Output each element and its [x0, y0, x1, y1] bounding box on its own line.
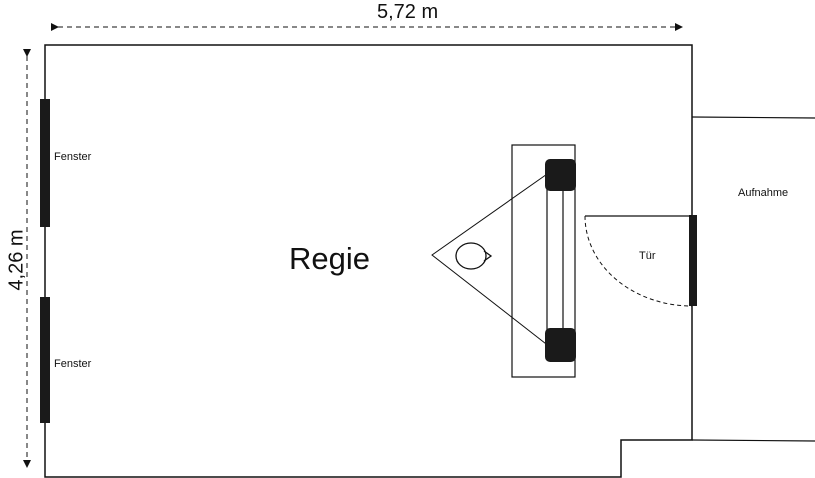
room-outline	[44, 44, 693, 478]
speaker-top	[545, 159, 576, 191]
width-dimension-label: 5,72 m	[377, 1, 439, 23]
adjacent-wall-bottom	[691, 439, 815, 442]
window-top-label: Fenster	[54, 151, 92, 163]
window-bottom	[40, 297, 50, 423]
desk-inner	[546, 185, 564, 335]
adjacent-wall-top	[691, 116, 815, 119]
listening-triangle	[431, 171, 551, 348]
door-panel	[689, 215, 697, 306]
adjacent-room-label: Aufnahme	[738, 187, 789, 199]
door-swing-arc	[584, 215, 693, 307]
listener-head-icon	[455, 242, 493, 270]
speaker-bottom	[545, 328, 576, 362]
desk	[511, 144, 576, 378]
height-dimension-label: 4,26 m	[5, 229, 28, 291]
window-bottom-label: Fenster	[54, 358, 92, 370]
room-label: Regie	[289, 241, 370, 276]
window-top	[40, 99, 50, 227]
door-label: Tür	[639, 250, 656, 262]
